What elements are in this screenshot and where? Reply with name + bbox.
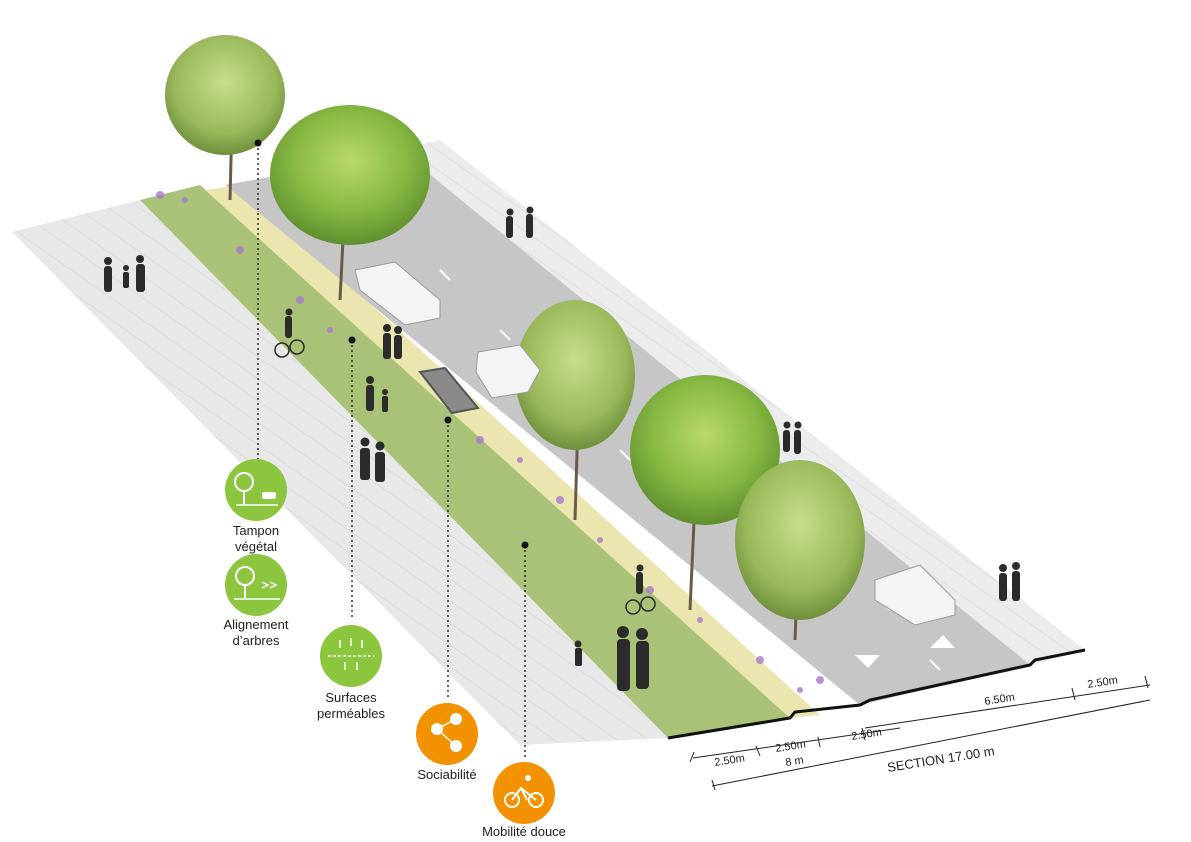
legend-label-line: Tampon xyxy=(232,523,280,538)
person xyxy=(574,640,582,666)
person xyxy=(104,257,112,292)
people xyxy=(104,206,1020,691)
legend-label-line: Sociabilité xyxy=(417,767,477,782)
tree xyxy=(270,105,430,301)
tree xyxy=(515,300,635,521)
tree xyxy=(165,35,285,201)
person xyxy=(506,208,514,238)
car xyxy=(354,261,441,326)
dim-bottom-1: 2.50m xyxy=(775,738,807,755)
legend-label-line: d’arbres xyxy=(232,633,280,648)
legend-label-line: végétal xyxy=(235,539,277,554)
person xyxy=(360,437,370,480)
person xyxy=(383,324,391,359)
dim-top-3: 2.50m xyxy=(714,752,746,769)
dim-bottom-2: 2.50m xyxy=(851,726,883,743)
smiley-network-icon xyxy=(416,703,478,765)
cyclist xyxy=(625,564,656,615)
legend-label-line: Alignement xyxy=(223,617,289,632)
person xyxy=(366,376,374,411)
person xyxy=(382,389,388,412)
section-label: SECTION 17.00 m xyxy=(886,743,995,775)
person xyxy=(123,265,129,288)
bicycle-icon xyxy=(493,762,555,824)
person xyxy=(794,421,802,454)
leader-lines xyxy=(257,143,526,760)
cars xyxy=(354,261,956,626)
legend-label-sociabilite: Sociabilité xyxy=(397,767,497,783)
dim-sub: 8 m xyxy=(785,754,805,769)
person xyxy=(636,628,649,689)
person xyxy=(783,421,791,452)
trees xyxy=(165,35,865,641)
legend-label-tampon: Tampon végétal xyxy=(206,523,306,555)
legend-label-line: Surfaces xyxy=(325,690,377,705)
street-surfaces xyxy=(12,140,1086,745)
bench xyxy=(418,366,480,415)
person xyxy=(394,326,402,359)
person xyxy=(617,626,630,691)
left-sidewalk xyxy=(12,200,668,745)
walkway xyxy=(205,185,820,718)
arrow-marking xyxy=(855,655,880,668)
legend-label-line: Mobilité douce xyxy=(482,824,566,839)
rain-infiltration-icon xyxy=(320,625,382,687)
person xyxy=(526,206,534,238)
tree xyxy=(735,460,865,641)
person xyxy=(136,255,145,292)
curb-edge xyxy=(667,648,1086,740)
tree xyxy=(630,375,780,611)
person xyxy=(1012,562,1020,601)
cyclist xyxy=(274,308,305,358)
tree-car-icon xyxy=(225,459,287,521)
legend-label-mobilite: Mobilité douce xyxy=(469,824,579,840)
legend-icons xyxy=(225,459,555,824)
dim-top-1: 2.50m xyxy=(1087,674,1119,691)
legend-label-line: perméables xyxy=(317,706,385,721)
left-planting-strip xyxy=(140,185,790,738)
arrow-marking xyxy=(930,635,955,648)
flower-planting xyxy=(156,191,824,693)
dimension-lines xyxy=(689,675,1151,791)
person xyxy=(375,441,385,482)
car xyxy=(874,564,956,626)
tree-row-icon xyxy=(225,554,287,616)
person xyxy=(999,564,1007,601)
leader-dots xyxy=(254,139,529,549)
dim-top-2: 6.50m xyxy=(984,691,1016,708)
car xyxy=(475,344,541,399)
legend-label-alignement: Alignement d’arbres xyxy=(201,617,311,649)
legend-label-surfaces: Surfaces perméables xyxy=(301,690,401,722)
